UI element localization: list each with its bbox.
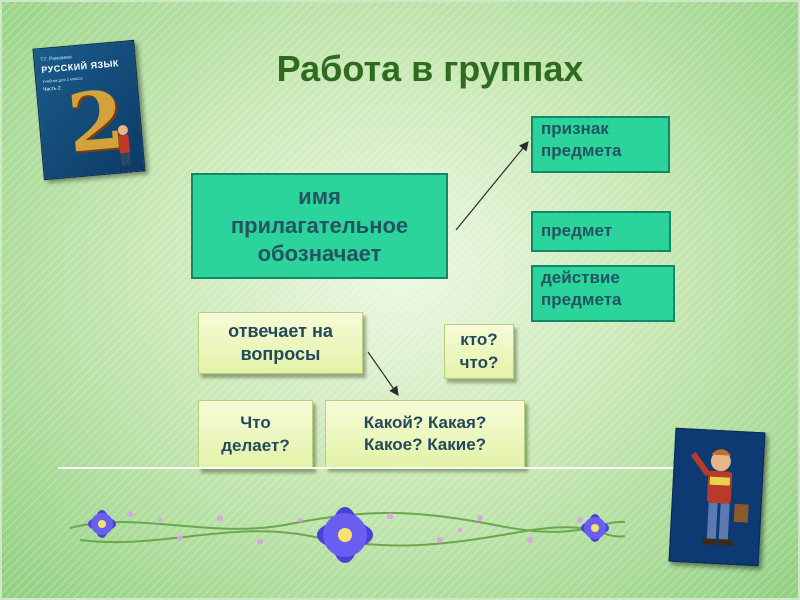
boy-illustration-icon xyxy=(117,125,131,166)
adjective-definition-box: имя прилагательное обозначает xyxy=(191,173,448,279)
boy-figure-icon xyxy=(669,428,765,566)
slide-title: Работа в группах xyxy=(276,48,584,89)
answers-questions-box: отвечает на вопросы xyxy=(198,312,363,374)
boy-poster-image xyxy=(668,427,766,567)
flower-garland-icon xyxy=(69,507,626,563)
option-what-does[interactable]: Что делает? xyxy=(198,400,313,469)
option-which-questions[interactable]: Какой? Какая? Какое? Какие? xyxy=(325,400,525,468)
option-who-what[interactable]: кто? что? xyxy=(444,324,514,379)
option-attribute-of-object[interactable]: признак предмета xyxy=(531,116,670,173)
option-object[interactable]: предмет xyxy=(531,211,671,252)
option-action-of-object[interactable]: действие предмета xyxy=(531,265,675,322)
textbook-cover-image: Т.Г. Рамзаева РУССКИЙ ЯЗЫК Учебник для 2… xyxy=(32,39,146,181)
divider-line xyxy=(58,467,763,469)
